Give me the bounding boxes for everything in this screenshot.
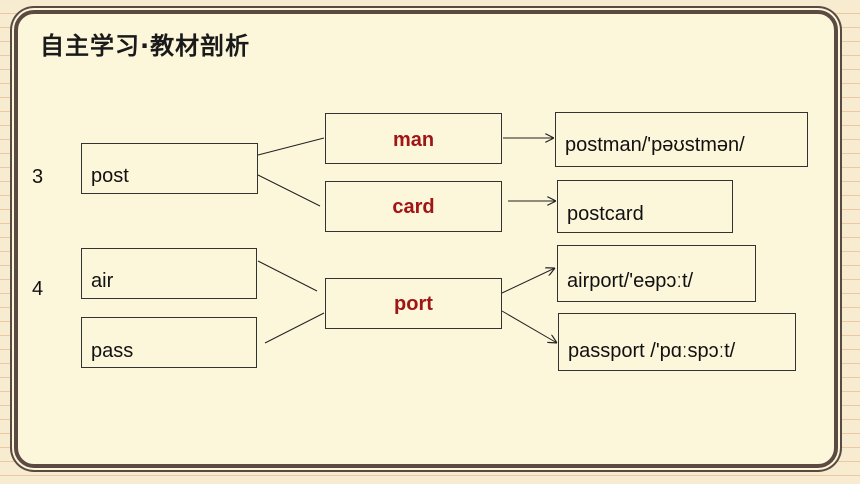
content-board: [14, 10, 838, 468]
base-word: post: [91, 165, 129, 187]
suffix-word: card: [392, 196, 435, 218]
connector-air-port: [257, 260, 318, 292]
result-word: passport /'pɑːspɔːt/: [568, 340, 736, 362]
result-box-postcard: postcard: [557, 180, 733, 233]
connector-pass-port: [264, 312, 325, 344]
connector-post-man: [257, 137, 325, 156]
base-word-box-air: air: [81, 248, 257, 299]
result-word: postman/'pəʊstmən/: [565, 134, 745, 156]
result-box-passport: passport /'pɑːspɔːt/: [558, 313, 796, 371]
base-word-box-post: post: [81, 143, 258, 194]
result-box-postman: postman/'pəʊstmən/: [555, 112, 808, 167]
item-number-3: 3: [32, 166, 44, 188]
page-title: 自主学习·教材剖析: [40, 32, 251, 60]
arrow-to-airport: [501, 268, 555, 294]
connector-post-card: [257, 174, 321, 207]
item-number-4: 4: [32, 278, 44, 300]
base-word: pass: [91, 340, 134, 362]
suffix-box-man: man: [325, 113, 502, 164]
result-word: airport/'eəpɔːt/: [567, 270, 694, 292]
suffix-word: port: [394, 293, 433, 315]
suffix-box-port: port: [325, 278, 502, 329]
result-box-airport: airport/'eəpɔːt/: [557, 245, 756, 302]
base-word: air: [91, 270, 114, 292]
result-word: postcard: [567, 203, 644, 225]
suffix-box-card: card: [325, 181, 502, 232]
base-word-box-pass: pass: [81, 317, 257, 368]
arrow-to-passport: [501, 310, 557, 343]
suffix-word: man: [392, 129, 435, 151]
